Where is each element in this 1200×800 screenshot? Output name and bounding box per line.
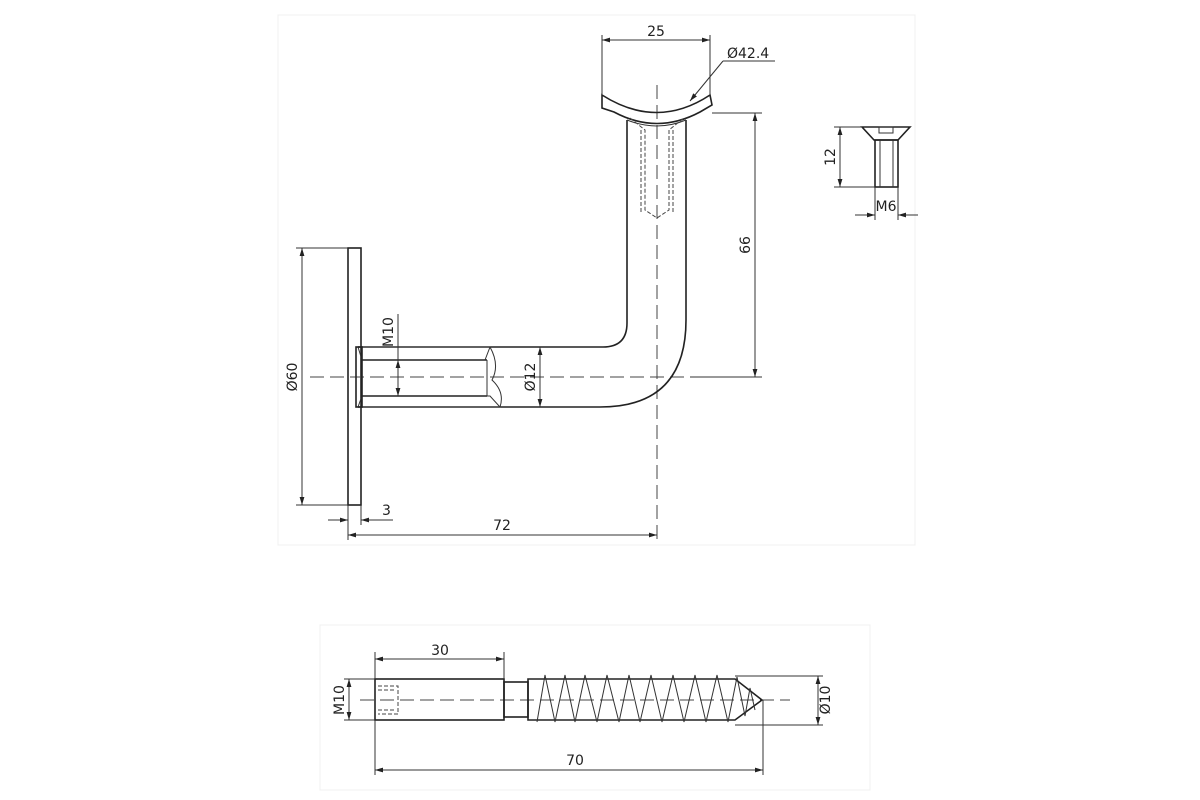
handrail-bracket: 25 Ø42.4 66 Ø60 Ø12 M10 3 72	[285, 24, 775, 540]
dim-plate-thickness: 3	[382, 503, 391, 519]
bore-wall-top	[357, 346, 491, 361]
dim-bore-thread: M10	[381, 317, 397, 347]
wood-thread-section	[527, 678, 764, 721]
bore-wall-bottom	[357, 395, 502, 408]
dim-screw-length: 12	[823, 148, 839, 166]
dim-bolt-length: 70	[566, 753, 584, 769]
countersunk-screw: 12 M6	[823, 126, 918, 220]
tube-outer-edge	[358, 120, 687, 408]
dim-thread-length: 30	[431, 643, 449, 659]
dim-screw-thread: M6	[876, 199, 897, 215]
thread-helix	[536, 674, 756, 723]
dim-height: 66	[738, 236, 754, 254]
tube-inner-edge	[358, 120, 628, 348]
break-line	[486, 346, 502, 408]
frame-top	[277, 14, 916, 546]
dim-saddle-width: 25	[647, 24, 665, 40]
dim-plate-diameter: Ø60	[285, 363, 301, 392]
dim-saddle-diameter: Ø42.4	[727, 46, 769, 62]
dim-length: 72	[493, 518, 511, 534]
dim-bolt-diameter: Ø10	[818, 686, 834, 715]
hidden-screw	[629, 117, 685, 219]
dim-tube-diameter: Ø12	[523, 363, 539, 392]
dim-bolt-thread: M10	[332, 685, 348, 715]
bore-flange	[355, 346, 363, 408]
hanger-bolt: 30 M10 Ø10 70	[332, 643, 834, 775]
frame-bottom	[319, 624, 871, 791]
